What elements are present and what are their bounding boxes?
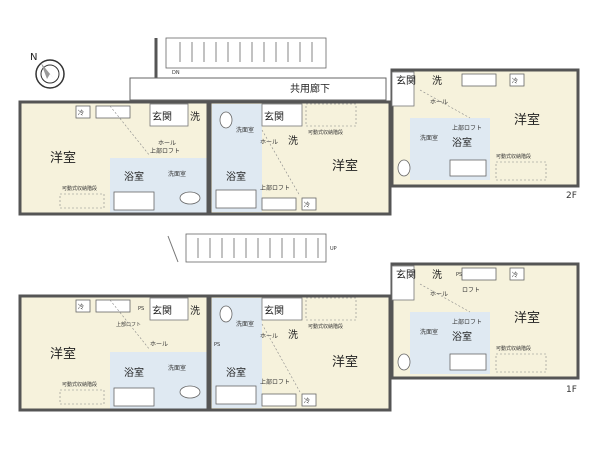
fridge-label: 冷 [78,109,84,117]
bathroom-label: 浴室 [226,170,246,183]
bathroom-label: 浴室 [226,366,246,379]
dn-label: DN [172,70,180,76]
hall-label: ホール [158,140,176,147]
washroom-label: 洗面室 [236,126,254,134]
washer-label: 洗 [288,135,298,147]
upper-loft-label: 上部ロフト [260,184,290,192]
unit-c-2f: 玄関 洗 ホール 冷 洋室 上部ロフト 洗面室 浴室 可動式収納階段 [390,68,580,188]
unit-b-2f: 玄関 洗面室 ホール 洗 浴室 可動式収納階段 洋室 上部ロフト 冷 [208,100,392,216]
bathroom-label: 浴室 [452,136,472,149]
hall-label: ホール [260,333,278,340]
upper-loft-label: 上部ロフト [452,318,482,326]
hall-label: ホール [150,341,168,348]
storage-stairs-label: 可動式収納階段 [62,381,97,388]
washroom-label: 洗面室 [168,364,186,372]
washroom-label: 洗面室 [420,134,438,142]
washroom-label: 洗面室 [168,170,186,178]
ps-label: PS [456,272,462,278]
entrance-label: 玄関 [264,110,284,123]
storage-stairs-label: 可動式収納階段 [308,323,343,330]
ps-label: PS [214,342,220,348]
upper-loft-label: 上部ロフト [260,378,290,386]
upper-loft-label: 上部ロフト [150,147,180,155]
entrance-label: 玄関 [396,74,416,87]
storage-stairs-label: 可動式収納階段 [308,129,343,136]
up-label: UP [330,246,337,252]
bathroom-label: 浴室 [124,366,144,379]
fridge-label: 冷 [304,397,310,405]
exterior-stair-2f: DN [154,37,327,78]
storage-stairs-label: 可動式収納階段 [62,185,97,192]
western-room-label: 洋室 [50,346,76,362]
western-room-label: 洋室 [514,112,540,128]
floor-2f: DN 共用廊下 玄関 洗 冷 洋室 ホール 上部ロフト 浴室 洗面室 可動式収納… [18,37,580,216]
washer-label: 洗 [432,269,442,281]
fridge-label: 冷 [78,303,84,311]
unit-d-1f: 玄関 洗 PS 冷 上部ロフト ホール 洋室 浴室 洗面室 可動式収納階段 [18,294,210,412]
storage-stairs-label: 可動式収納階段 [496,153,531,160]
washer-label: 洗 [190,305,200,317]
north-arrow-icon: N [30,52,65,89]
western-room-label: 洋室 [332,158,358,174]
loft-label: ロフト [462,287,480,294]
washer-label: 洗 [288,329,298,341]
washer-label: 洗 [190,111,200,123]
hall-label: ホール [430,99,448,106]
ps-label: PS [138,306,144,312]
floor-label-1f: 1F [566,385,577,395]
floor-1f: UP 玄関 洗 PS 冷 上部ロフト ホール 洋室 浴室 洗面室 可動式収納階段 [18,233,580,412]
svg-text:N: N [30,52,37,63]
unit-e-1f: 玄関 洗面室 PS ホール 洗 浴室 可動式収納階段 洋室 上部ロフト 冷 [208,294,392,412]
western-room-label: 洋室 [50,150,76,166]
upper-loft-label: 上部ロフト [116,321,141,328]
storage-stairs-label: 可動式収納階段 [496,345,531,352]
washer-label: 洗 [432,75,442,87]
entrance-label: 玄関 [152,304,172,317]
common-corridor-label: 共用廊下 [290,82,330,95]
exterior-stair-1f: UP [167,233,337,263]
western-room-label: 洋室 [514,310,540,326]
fridge-label: 冷 [304,201,310,209]
hall-label: ホール [260,139,278,146]
unit-a-2f: 玄関 洗 冷 洋室 ホール 上部ロフト 浴室 洗面室 可動式収納階段 [18,100,210,216]
unit-f-1f: 玄関 洗 PS ホール ロフト 冷 洋室 上部ロフト 洗面室 浴室 可動式収納階… [390,262,580,380]
bathroom-label: 浴室 [452,330,472,343]
upper-loft-label: 上部ロフト [452,124,482,132]
western-room-label: 洋室 [332,354,358,370]
fridge-label: 冷 [512,271,518,279]
fridge-label: 冷 [512,77,518,85]
entrance-label: 玄関 [264,304,284,317]
entrance-label: 玄関 [396,268,416,281]
washroom-label: 洗面室 [420,328,438,336]
bathroom-label: 浴室 [124,170,144,183]
floor-label-2f: 2F [566,191,577,201]
washroom-label: 洗面室 [236,320,254,328]
entrance-label: 玄関 [152,110,172,123]
